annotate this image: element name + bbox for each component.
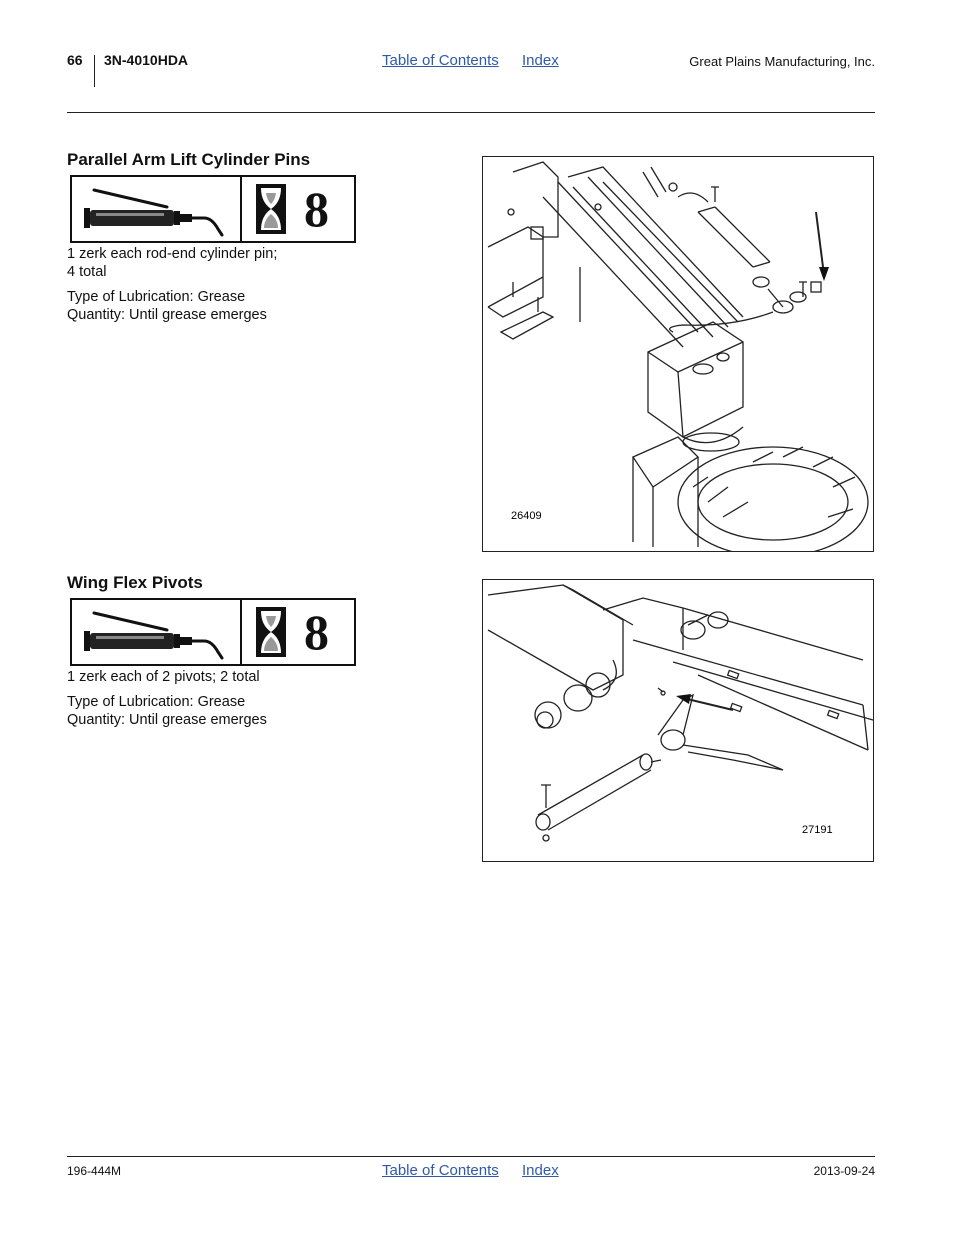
lubrication-type: Type of Lubrication: Grease [67,694,246,710]
parallel-arm-illustration: 26409 [487,161,869,551]
figure-parallel-arm: 26409 [482,156,874,552]
lubrication-type: Type of Lubrication: Grease [67,289,246,305]
lubrication-quantity: Quantity: Until grease emerges [67,306,267,323]
footer-index-link[interactable]: Index [522,1162,559,1179]
lubrication-quantity: Quantity: Until grease emerges [67,711,267,728]
figure-wing-flex: 27191 [482,579,874,862]
interval-panel: 8 [242,177,354,241]
wing-flex-illustration: 27191 [487,584,873,842]
document-date: 2013-09-24 [813,1164,875,1178]
header-divider [94,55,95,87]
header-index-link[interactable]: Index [522,52,559,69]
section-title-wing-flex: Wing Flex Pivots [67,573,203,592]
interval-hours: 8 [304,604,329,660]
company-name: Great Plains Manufacturing, Inc. [689,54,875,69]
header-rule [67,112,875,113]
hourglass-icon [256,184,286,234]
figure-number: 26409 [511,510,542,522]
description-line: 4 total [67,263,107,280]
footer-toc-link[interactable]: Table of Contents [382,1162,499,1179]
grease-gun-panel [72,177,242,241]
document-number: 196-444M [67,1164,122,1178]
interval-hours: 8 [304,181,329,237]
description-line: 1 zerk each rod-end cylinder pin; [67,246,278,262]
page-number: 66 [67,52,83,68]
lubrication-info: Type of Lubrication: Grease Quantity: Un… [67,289,267,324]
interval-panel: 8 [242,600,354,664]
section-title-parallel-arm: Parallel Arm Lift Cylinder Pins [67,150,311,169]
description-line: 1 zerk each of 2 pivots; 2 total [67,669,260,685]
lubrication-info: Type of Lubrication: Grease Quantity: Un… [67,694,267,729]
description: 1 zerk each rod-end cylinder pin; 4 tota… [67,246,277,281]
hourglass-icon [256,607,286,657]
grease-gun-icon [84,188,224,237]
description: 1 zerk each of 2 pivots; 2 total [67,669,260,687]
model-name: 3N-4010HDA [104,52,189,68]
lubrication-interval-box: 8 [70,175,356,243]
figure-number: 27191 [802,824,833,836]
lubrication-interval-box: 8 [70,598,356,666]
footer-rule [67,1156,875,1157]
header-toc-link[interactable]: Table of Contents [382,52,499,69]
grease-gun-panel [72,600,242,664]
grease-gun-icon [84,611,224,660]
